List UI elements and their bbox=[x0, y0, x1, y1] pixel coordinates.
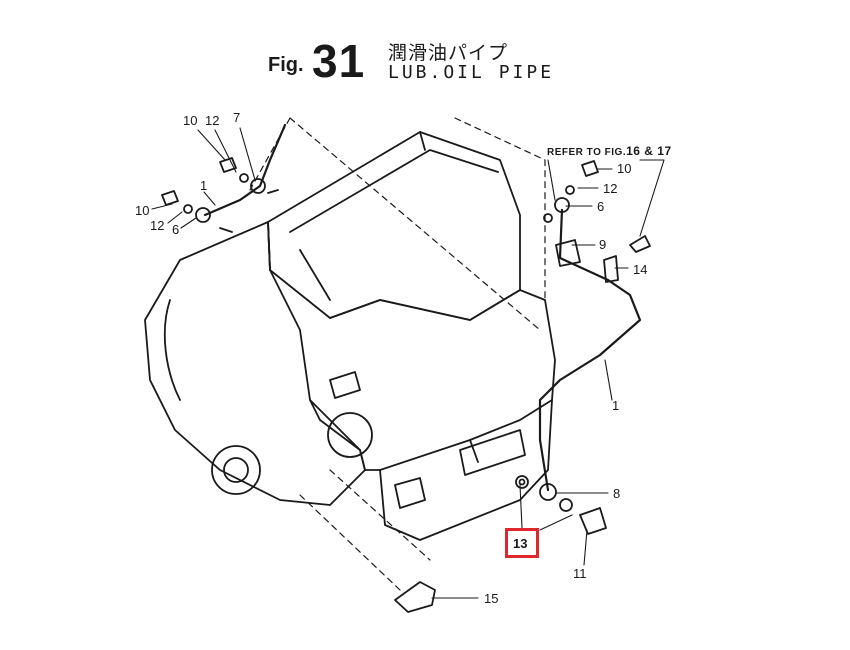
engine-front-outline bbox=[309, 289, 556, 471]
oil-pipe-right bbox=[538, 208, 642, 492]
engine-block-outline bbox=[144, 221, 366, 506]
figure-title-english: LUB.OIL PIPE bbox=[388, 62, 555, 83]
callout-12-top: 12 bbox=[205, 113, 220, 128]
figure-prefix: Fig. bbox=[268, 54, 304, 76]
callout-1-left: 1 bbox=[200, 178, 208, 193]
callout-13: 13 bbox=[513, 536, 528, 551]
callout-6-left: 6 bbox=[172, 222, 180, 237]
callout-10-left: 10 bbox=[135, 203, 150, 218]
callout-11: 11 bbox=[573, 566, 587, 581]
callout-1-right: 1 bbox=[612, 398, 620, 413]
callout-10-top: 10 bbox=[183, 113, 198, 128]
callout-6-right: 6 bbox=[597, 199, 605, 214]
refer-note: REFER TO FIG.16 & 17 bbox=[547, 144, 672, 158]
callout-14: 14 bbox=[633, 262, 648, 277]
refer-note-figs: 16 & 17 bbox=[626, 144, 672, 158]
callout-8: 8 bbox=[613, 486, 621, 501]
oil-sensor-shape bbox=[394, 581, 436, 613]
callout-12-right: 12 bbox=[603, 181, 618, 196]
oil-pipe-left bbox=[203, 123, 287, 217]
callout-15: 15 bbox=[484, 591, 499, 606]
callout-10-right: 10 bbox=[617, 161, 632, 176]
highlight-box-part-13 bbox=[505, 528, 539, 558]
engine-head-outline bbox=[267, 131, 521, 321]
dashed-outline bbox=[249, 117, 546, 591]
callout-12-left: 12 bbox=[150, 218, 165, 233]
refer-note-text: REFER TO FIG. bbox=[547, 147, 627, 158]
figure-title-japanese: 潤滑油パイプ bbox=[388, 42, 509, 64]
washer-13-shape bbox=[515, 475, 529, 489]
callout-9: 9 bbox=[599, 237, 607, 252]
figure-number: 31 bbox=[312, 35, 366, 87]
callout-7: 7 bbox=[233, 110, 241, 125]
